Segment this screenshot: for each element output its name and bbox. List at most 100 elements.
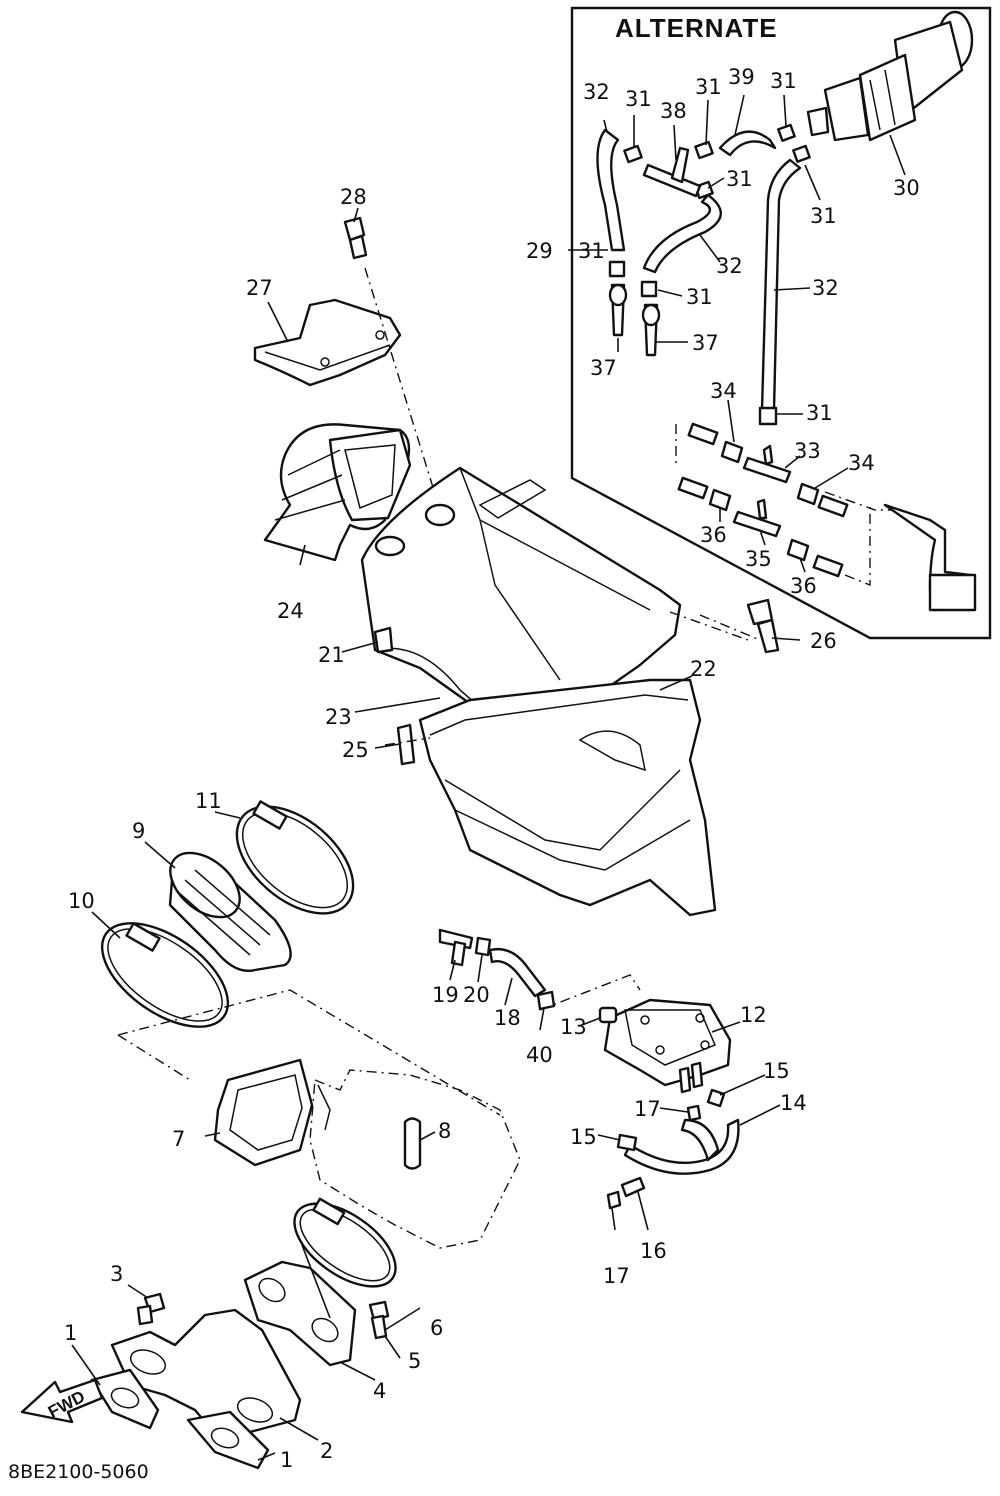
part-13-cap bbox=[598, 1006, 618, 1024]
callout-35: 35 bbox=[745, 547, 772, 571]
callout-1b: 1 bbox=[280, 1448, 293, 1472]
callout-20: 20 bbox=[463, 983, 490, 1007]
callout-32c: 32 bbox=[812, 276, 839, 300]
callout-16: 16 bbox=[640, 1239, 667, 1263]
callout-14: 14 bbox=[780, 1091, 807, 1115]
callout-31d: 31 bbox=[726, 167, 753, 191]
callout-11: 11 bbox=[195, 789, 222, 813]
joint-33 bbox=[742, 456, 792, 484]
callout-2: 2 bbox=[320, 1439, 333, 1463]
part-12-fuel-pump bbox=[603, 998, 732, 1094]
hose-39 bbox=[718, 130, 777, 157]
part-28-bolt bbox=[343, 216, 368, 260]
callout-37b: 37 bbox=[692, 331, 719, 355]
callout-31e: 31 bbox=[810, 204, 837, 228]
callout-32b: 32 bbox=[716, 254, 743, 278]
callout-40: 40 bbox=[526, 1043, 553, 1067]
part-30-filter bbox=[806, 10, 974, 142]
callout-23: 23 bbox=[325, 705, 352, 729]
callout-22: 22 bbox=[690, 657, 717, 681]
hose-32-long bbox=[760, 158, 802, 412]
callouts: 28 27 24 21 23 22 25 26 11 9 10 7 8 19 2… bbox=[64, 65, 920, 1472]
engine-outline bbox=[309, 1069, 521, 1249]
callout-12: 12 bbox=[740, 1003, 767, 1027]
callout-19: 19 bbox=[432, 983, 459, 1007]
part-22-silencer-base bbox=[418, 678, 717, 917]
callout-32a: 32 bbox=[583, 80, 610, 104]
callout-31g: 31 bbox=[686, 285, 713, 309]
joint-38 bbox=[642, 163, 702, 198]
callout-28: 28 bbox=[340, 185, 367, 209]
part-11-clamp bbox=[235, 800, 355, 915]
alternate-title: ALTERNATE bbox=[615, 13, 778, 43]
callout-30: 30 bbox=[893, 176, 920, 200]
callout-7: 7 bbox=[172, 1127, 185, 1151]
callout-31a: 31 bbox=[625, 87, 652, 111]
callout-4: 4 bbox=[373, 1379, 386, 1403]
callout-17a: 17 bbox=[634, 1097, 661, 1121]
alternate-frame bbox=[570, 6, 992, 640]
callout-13: 13 bbox=[560, 1015, 587, 1039]
part-15-clips bbox=[616, 1088, 726, 1152]
callout-31h: 31 bbox=[806, 401, 833, 425]
part-2-manifold bbox=[110, 1308, 302, 1442]
callout-10: 10 bbox=[68, 889, 95, 913]
hose-32-left bbox=[596, 128, 626, 252]
callout-31b: 31 bbox=[695, 75, 722, 99]
part-1-gaskets bbox=[90, 1368, 270, 1470]
joint-35 bbox=[732, 510, 782, 538]
part-16-joint bbox=[620, 1176, 646, 1198]
callout-27: 27 bbox=[246, 276, 273, 300]
part-9-joint bbox=[168, 851, 292, 972]
callout-37a: 37 bbox=[590, 356, 617, 380]
callout-33: 33 bbox=[794, 439, 821, 463]
callout-26: 26 bbox=[810, 629, 837, 653]
alternate-inset: ALTERNATE bbox=[570, 6, 992, 641]
callout-31f: 31 bbox=[578, 239, 605, 263]
fwd-arrow-icon: FWD bbox=[20, 1378, 104, 1424]
part-14-hose bbox=[623, 1118, 740, 1175]
callout-6: 6 bbox=[430, 1316, 443, 1340]
callout-36b: 36 bbox=[790, 574, 817, 598]
callout-18: 18 bbox=[494, 1006, 521, 1030]
part-19-joint bbox=[438, 928, 474, 967]
part-3-bolt bbox=[136, 1292, 166, 1326]
callout-29: 29 bbox=[526, 239, 553, 263]
part-8-pin bbox=[403, 1117, 422, 1170]
diagram-code: 8BE2100-5060 bbox=[8, 1461, 149, 1483]
part-40-clip bbox=[536, 990, 556, 1011]
callout-36a: 36 bbox=[700, 523, 727, 547]
callout-9: 9 bbox=[132, 819, 145, 843]
callout-38: 38 bbox=[660, 99, 687, 123]
callout-8: 8 bbox=[438, 1119, 451, 1143]
callout-3: 3 bbox=[110, 1262, 123, 1286]
callout-15b: 15 bbox=[570, 1125, 597, 1149]
part-10-clamp bbox=[100, 922, 230, 1028]
part-20-clip bbox=[474, 936, 492, 957]
part-7-gasket bbox=[213, 1058, 314, 1167]
callout-21: 21 bbox=[318, 643, 345, 667]
part-27-bracket bbox=[253, 298, 402, 387]
part-24-duct bbox=[263, 423, 412, 562]
callout-15a: 15 bbox=[763, 1059, 790, 1083]
part-4-flange bbox=[243, 1260, 357, 1367]
part-5-bolt bbox=[368, 1300, 390, 1340]
part-21-grommet bbox=[373, 626, 394, 654]
part-17-clips bbox=[606, 1104, 702, 1210]
part-26-bolt bbox=[746, 598, 780, 654]
callout-5: 5 bbox=[408, 1349, 421, 1373]
part-6-clamp bbox=[293, 1197, 397, 1288]
callout-17b: 17 bbox=[603, 1264, 630, 1288]
hose-32-mid bbox=[642, 193, 722, 274]
part-25-bolt bbox=[396, 723, 416, 766]
callout-25: 25 bbox=[342, 738, 369, 762]
callout-1a: 1 bbox=[64, 1321, 77, 1345]
callout-31c: 31 bbox=[770, 69, 797, 93]
leader-lines bbox=[71, 94, 849, 1461]
callout-24: 24 bbox=[277, 599, 304, 623]
callout-39: 39 bbox=[728, 65, 755, 89]
part-18-hose bbox=[488, 947, 547, 998]
callout-34b: 34 bbox=[848, 451, 875, 475]
part-23-silencer-case bbox=[360, 466, 682, 742]
